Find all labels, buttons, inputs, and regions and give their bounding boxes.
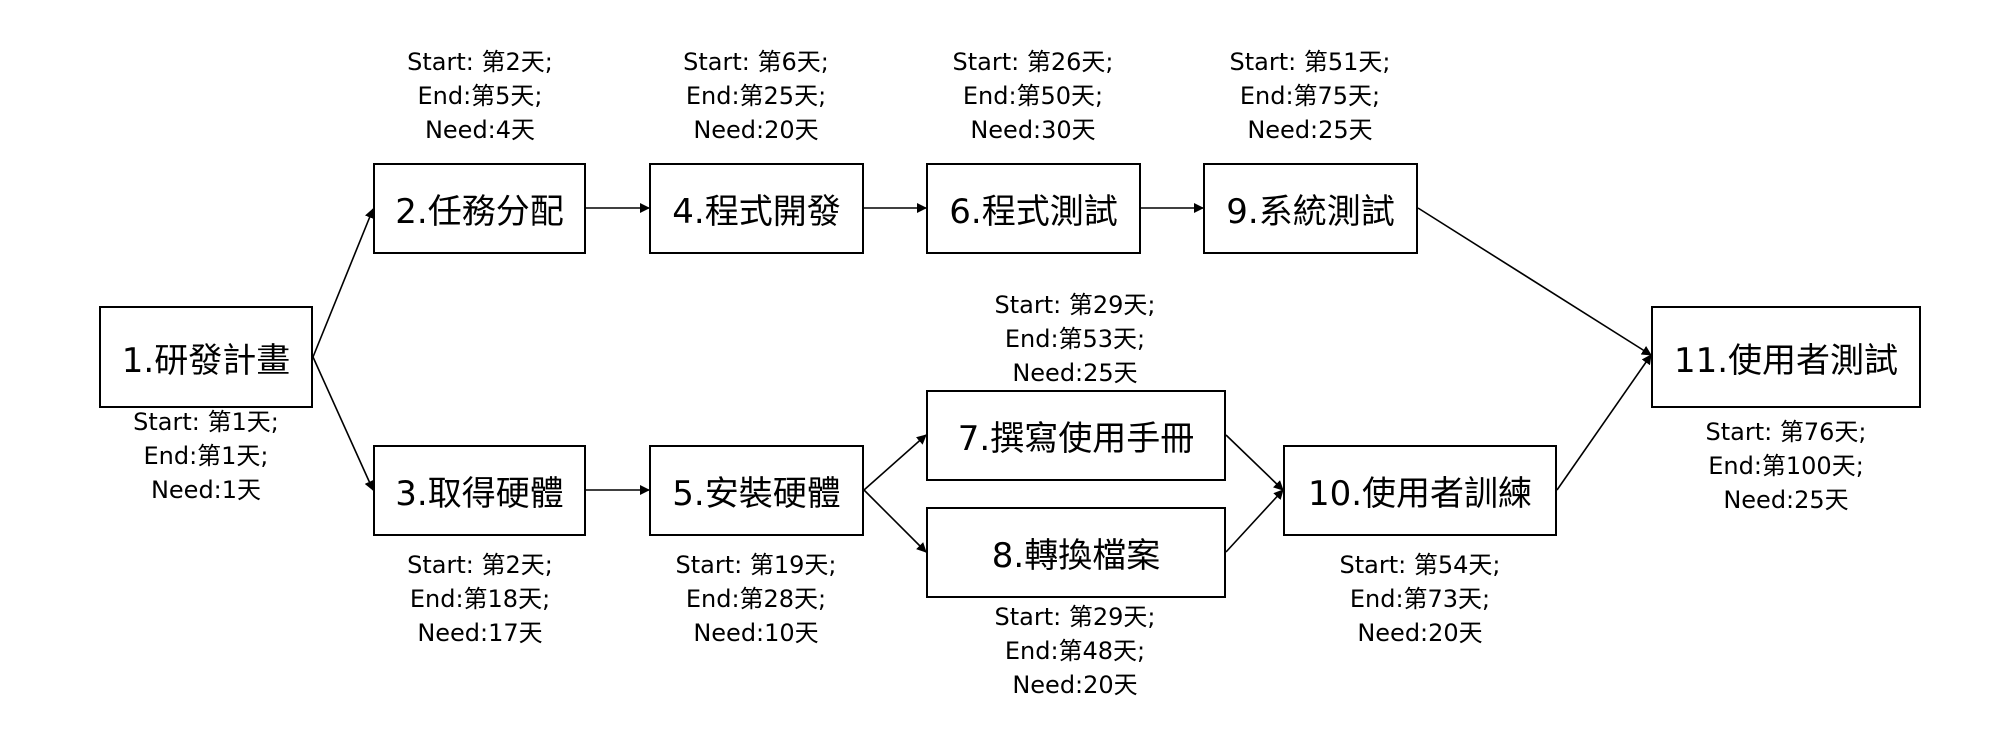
task-2-start: Start: 第2天; xyxy=(407,48,553,76)
task-8-box: 8.轉換檔案 xyxy=(926,507,1226,598)
task-10-label: 10.使用者訓練 xyxy=(1307,474,1533,514)
task-3-label: 3.取得硬體 xyxy=(395,474,564,514)
task-10-box: 10.使用者訓練 xyxy=(1283,445,1557,536)
task-10-need: Need:20天 xyxy=(1357,619,1483,647)
task-2-end: End:第5天; xyxy=(417,82,543,110)
task-11-schedule: Start: 第76天; End:第100天; Need:25天 xyxy=(1706,415,1867,517)
task-3-schedule: Start: 第2天; End:第18天; Need:17天 xyxy=(407,548,553,650)
task-7-need: Need:25天 xyxy=(1012,359,1138,387)
task-10-start: Start: 第54天; xyxy=(1339,551,1501,579)
task-2-box: 2.任務分配 xyxy=(373,163,586,254)
task-11-box: 11.使用者測試 xyxy=(1651,306,1921,408)
task-2-label: 2.任務分配 xyxy=(395,192,564,232)
task-6-label: 6.程式測試 xyxy=(949,192,1118,232)
task-10-end: End:第73天; xyxy=(1349,585,1491,613)
task-5-box: 5.安裝硬體 xyxy=(649,445,864,536)
arrow-1-to-3 xyxy=(312,356,374,491)
task-3-need: Need:17天 xyxy=(417,619,543,647)
task-3-start: Start: 第2天; xyxy=(407,551,553,579)
task-7-end: End:第53天; xyxy=(1004,325,1146,353)
task-11-need: Need:25天 xyxy=(1723,486,1849,514)
task-1-box: 1.研發計畫 xyxy=(99,306,313,408)
task-1-start: Start: 第1天; xyxy=(133,408,279,436)
arrow-9-to-11 xyxy=(1417,207,1652,356)
task-1-label: 1.研發計畫 xyxy=(121,340,291,381)
task-4-label: 4.程式開發 xyxy=(672,192,841,232)
task-6-box: 6.程式測試 xyxy=(926,163,1141,254)
task-4-box: 4.程式開發 xyxy=(649,163,864,254)
task-5-label: 5.安裝硬體 xyxy=(672,474,841,514)
arrow-10-to-11 xyxy=(1556,354,1652,491)
task-7-label: 7.撰寫使用手冊 xyxy=(957,419,1195,459)
task-5-start: Start: 第19天; xyxy=(675,551,837,579)
task-7-schedule: Start: 第29天; End:第53天; Need:25天 xyxy=(995,288,1156,390)
task-1-need: Need:1天 xyxy=(150,476,262,504)
task-4-schedule: Start: 第6天; End:第25天; Need:20天 xyxy=(683,45,829,147)
arrow-5-to-7 xyxy=(863,434,927,491)
task-6-start: Start: 第26天; xyxy=(952,48,1114,76)
task-6-schedule: Start: 第26天; End:第50天; Need:30天 xyxy=(953,45,1114,147)
task-7-box: 7.撰寫使用手冊 xyxy=(926,390,1226,481)
task-7-start: Start: 第29天; xyxy=(994,291,1156,319)
task-2-need: Need:4天 xyxy=(424,116,536,144)
task-9-start: Start: 第51天; xyxy=(1229,48,1391,76)
task-5-end: End:第28天; xyxy=(685,585,827,613)
arrow-7-to-10 xyxy=(1225,434,1284,491)
task-5-schedule: Start: 第19天; End:第28天; Need:10天 xyxy=(676,548,837,650)
task-8-need: Need:20天 xyxy=(1012,671,1138,699)
task-9-need: Need:25天 xyxy=(1247,116,1373,144)
task-2-schedule: Start: 第2天; End:第5天; Need:4天 xyxy=(407,45,553,147)
task-10-schedule: Start: 第54天; End:第73天; Need:20天 xyxy=(1340,548,1501,650)
task-4-start: Start: 第6天; xyxy=(683,48,829,76)
arrow-1-to-2 xyxy=(312,208,375,358)
task-8-start: Start: 第29天; xyxy=(994,603,1156,631)
task-6-end: End:第50天; xyxy=(962,82,1104,110)
task-8-schedule: Start: 第29天; End:第48天; Need:20天 xyxy=(995,600,1156,702)
task-4-need: Need:20天 xyxy=(693,116,819,144)
task-11-end: End:第100天; xyxy=(1708,452,1864,480)
task-9-label: 9.系統測試 xyxy=(1226,192,1395,232)
task-9-schedule: Start: 第51天; End:第75天; Need:25天 xyxy=(1230,45,1391,147)
task-11-start: Start: 第76天; xyxy=(1705,418,1867,446)
task-8-end: End:第48天; xyxy=(1004,637,1146,665)
task-8-label: 8.轉換檔案 xyxy=(991,536,1161,576)
task-6-need: Need:30天 xyxy=(970,116,1096,144)
arrow-5-to-8 xyxy=(863,489,927,553)
task-4-end: End:第25天; xyxy=(685,82,827,110)
task-3-end: End:第18天; xyxy=(409,585,551,613)
task-1-end: End:第1天; xyxy=(143,442,269,470)
task-5-need: Need:10天 xyxy=(693,619,819,647)
arrow-8-to-10 xyxy=(1225,489,1284,553)
task-9-box: 9.系統測試 xyxy=(1203,163,1418,254)
task-1-schedule: Start: 第1天; End:第1天; Need:1天 xyxy=(133,405,279,507)
task-11-label: 11.使用者測試 xyxy=(1673,340,1899,381)
task-9-end: End:第75天; xyxy=(1239,82,1381,110)
task-3-box: 3.取得硬體 xyxy=(373,445,586,536)
